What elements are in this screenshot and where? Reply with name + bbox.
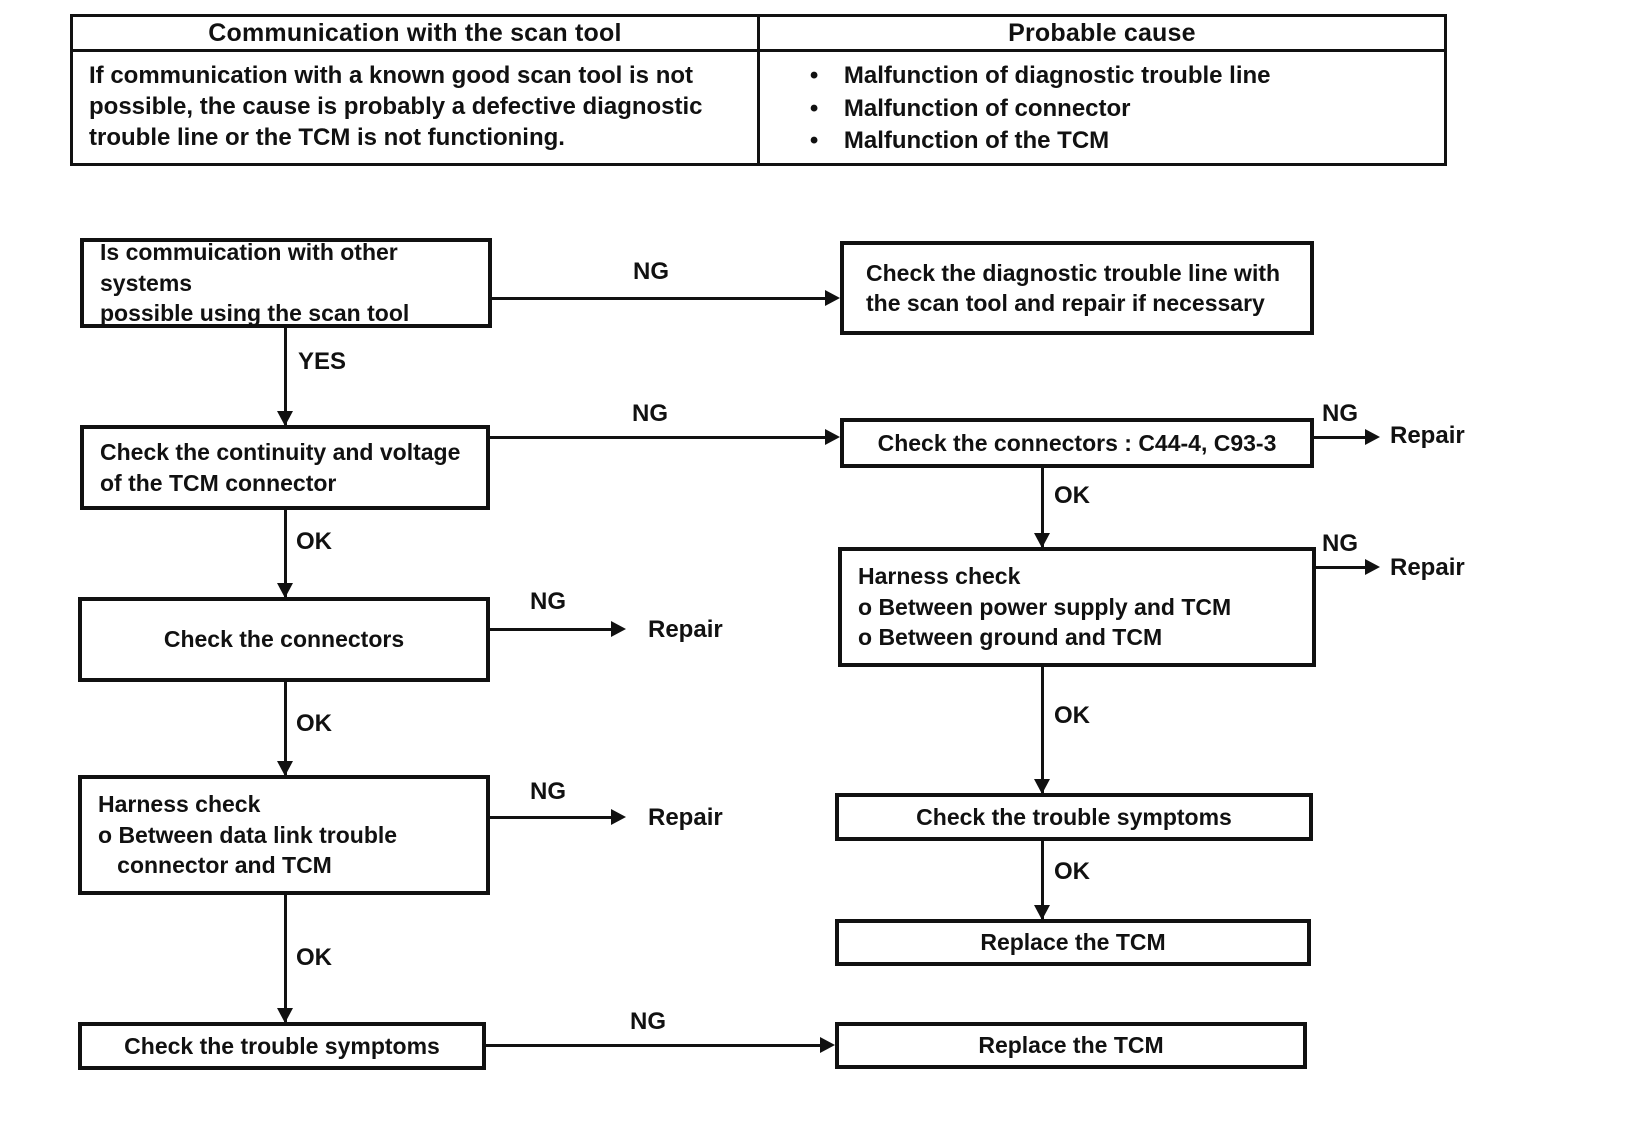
node-scan-communication-question: Is commuication with other systems possi… <box>80 238 492 328</box>
cause-item: • Malfunction of the TCM <box>810 125 1434 156</box>
node-check-connectors-c44: Check the connectors : C44-4, C93-3 <box>840 418 1314 468</box>
label-ng-l1: NG <box>633 258 669 285</box>
label-repair-r3: Repair <box>1390 554 1465 581</box>
arrow-l3-to-repair-line <box>490 628 612 631</box>
arrow-l4-to-l5-arrowhead <box>277 1008 293 1023</box>
label-ng-r3: NG <box>1322 530 1358 557</box>
arrow-r2-to-repair-line <box>1314 436 1366 439</box>
table-header-communication: Communication with the scan tool <box>73 17 760 50</box>
node-check-connectors-left: Check the connectors <box>78 597 490 682</box>
arrow-r3-to-r4-line <box>1041 667 1044 793</box>
node-check-symptoms-right: Check the trouble symptoms <box>835 793 1313 841</box>
label-yes: YES <box>298 348 347 375</box>
table-header-probable-cause: Probable cause <box>1008 18 1196 47</box>
label-ng-l4: NG <box>530 778 566 805</box>
arrow-l2-to-r2-line <box>490 436 826 439</box>
node-check-symptoms-left: Check the trouble symptoms <box>78 1022 486 1070</box>
node-harness-check-right: Harness check o Between power supply and… <box>838 547 1316 667</box>
arrow-r4-to-r5-arrowhead <box>1034 905 1050 920</box>
arrow-l2-to-l3-line <box>284 510 287 597</box>
cause-text: Malfunction of the TCM <box>843 126 1110 154</box>
arrow-l1-to-r1-arrowhead <box>825 290 840 306</box>
bullet-marker: • <box>809 94 819 122</box>
causes-cell: • Malfunction of diagnostic trouble line… <box>760 52 1444 163</box>
bullet-marker: • <box>809 62 819 90</box>
node-check-continuity-voltage: Check the continuity and voltage of the … <box>80 425 490 510</box>
arrow-l3-to-l4-arrowhead <box>277 761 293 776</box>
label-ok-l3: OK <box>296 710 332 737</box>
label-ok-r4: OK <box>1054 858 1090 885</box>
cause-text: Malfunction of connector <box>843 94 1131 122</box>
label-ng-l2: NG <box>632 400 668 427</box>
arrow-r2-to-r3-line <box>1041 468 1044 547</box>
arrow-r2-to-repair-arrowhead <box>1365 429 1380 445</box>
arrow-r2-to-r3-arrowhead <box>1034 533 1050 548</box>
arrow-l1-to-r1-line <box>492 297 826 300</box>
table-body-row: If communication with a known good scan … <box>73 52 1444 163</box>
symptom-cell: If communication with a known good scan … <box>73 52 760 163</box>
bullet-marker: • <box>809 126 819 154</box>
arrow-l1-to-l2-line <box>284 328 287 425</box>
label-repair-l4: Repair <box>648 804 723 831</box>
label-repair-l3: Repair <box>648 616 723 643</box>
label-ok-r3: OK <box>1054 702 1090 729</box>
label-ok-l4: OK <box>296 944 332 971</box>
arrow-l4-to-l5-line <box>284 895 287 1022</box>
cause-item: • Malfunction of diagnostic trouble line <box>810 60 1434 91</box>
arrow-r4-to-r5-line <box>1041 841 1044 919</box>
node-replace-tcm-bottom: Replace the TCM <box>835 1022 1307 1069</box>
arrow-r3-to-r4-arrowhead <box>1034 779 1050 794</box>
table-header-row: Communication with the scan tool Probabl… <box>73 17 1444 53</box>
cause-item: • Malfunction of connector <box>810 93 1434 124</box>
arrow-l4-to-repair-line <box>490 816 612 819</box>
arrow-l5-to-r6-line <box>486 1044 821 1047</box>
label-ng-r2: NG <box>1322 400 1358 427</box>
diagnosis-table: Communication with the scan tool Probabl… <box>70 14 1447 166</box>
node-harness-check-left: Harness check o Between data link troubl… <box>78 775 490 895</box>
label-repair-r2: Repair <box>1390 422 1465 449</box>
arrow-l2-to-r2-arrowhead <box>825 429 840 445</box>
arrow-l5-to-r6-arrowhead <box>820 1037 835 1053</box>
arrow-l3-to-l4-line <box>284 682 287 775</box>
node-check-diagnostic-line: Check the diagnostic trouble line with t… <box>840 241 1314 335</box>
label-ng-l5: NG <box>630 1008 666 1035</box>
arrow-l4-to-repair-arrowhead <box>611 809 626 825</box>
arrow-l2-to-l3-arrowhead <box>277 583 293 598</box>
label-ok-l2: OK <box>296 528 332 555</box>
arrow-r3-to-repair-arrowhead <box>1365 559 1380 575</box>
arrow-l3-to-repair-arrowhead <box>611 621 626 637</box>
node-replace-tcm-right: Replace the TCM <box>835 919 1311 966</box>
label-ok-r2: OK <box>1054 482 1090 509</box>
cause-text: Malfunction of diagnostic trouble line <box>843 62 1271 90</box>
arrow-l1-to-l2-arrowhead <box>277 411 293 426</box>
label-ng-l3: NG <box>530 588 566 615</box>
arrow-r3-to-repair-line <box>1316 566 1366 569</box>
